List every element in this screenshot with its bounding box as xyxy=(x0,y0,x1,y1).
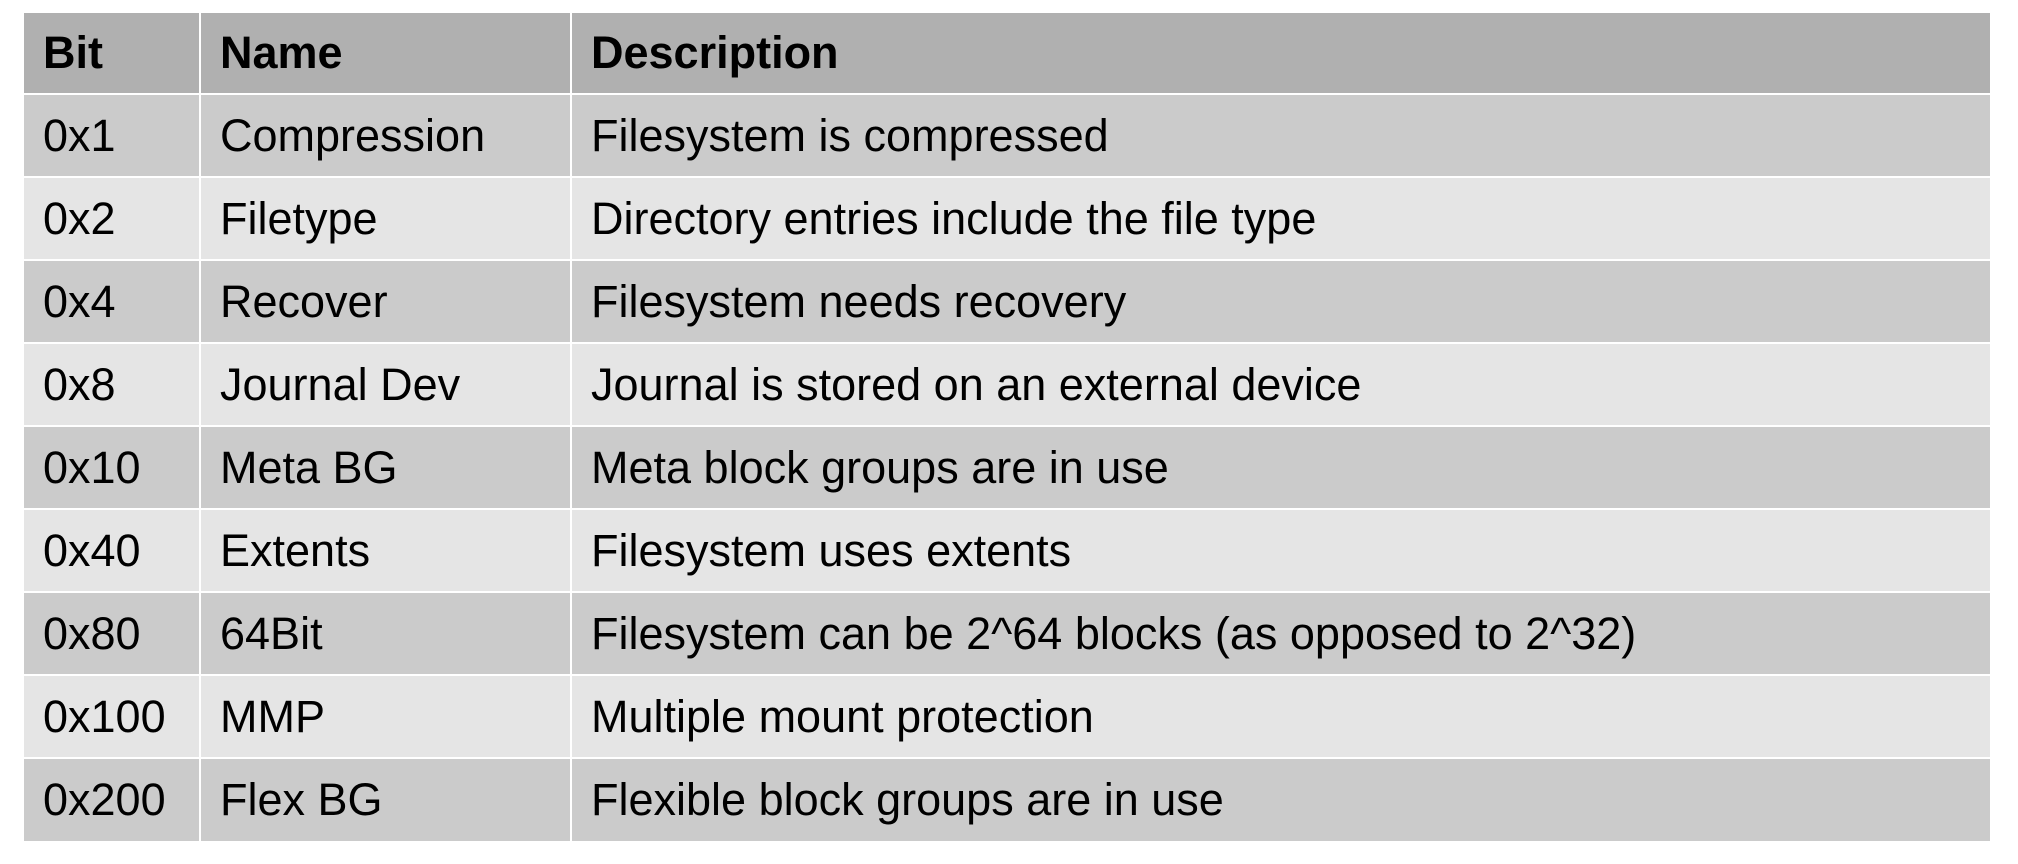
cell-name: 64Bit xyxy=(199,591,571,675)
cell-description: Filesystem can be 2^64 blocks (as oppose… xyxy=(570,591,1990,675)
table-row: 0x100 MMP Multiple mount protection xyxy=(24,674,1990,758)
cell-name: Journal Dev xyxy=(199,342,571,426)
cell-name: Compression xyxy=(199,93,571,177)
table-row: 0x40 Extents Filesystem uses extents xyxy=(24,508,1990,592)
cell-description: Journal is stored on an external device xyxy=(570,342,1990,426)
table-row: 0x2 Filetype Directory entries include t… xyxy=(24,176,1990,260)
cell-description: Filesystem uses extents xyxy=(570,508,1990,592)
cell-bit: 0x2 xyxy=(24,176,200,260)
cell-bit: 0x8 xyxy=(24,342,200,426)
cell-description: Directory entries include the file type xyxy=(570,176,1990,260)
cell-bit: 0x10 xyxy=(24,425,200,509)
cell-name: Recover xyxy=(199,259,571,343)
cell-name: Extents xyxy=(199,508,571,592)
feature-flags-table: Bit Name Description 0x1 Compression Fil… xyxy=(24,13,1990,841)
table-row: 0x8 Journal Dev Journal is stored on an … xyxy=(24,342,1990,426)
cell-name: MMP xyxy=(199,674,571,758)
cell-description: Filesystem is compressed xyxy=(570,93,1990,177)
cell-bit: 0x100 xyxy=(24,674,200,758)
cell-bit: 0x80 xyxy=(24,591,200,675)
column-header-description: Description xyxy=(570,13,1990,94)
cell-name: Meta BG xyxy=(199,425,571,509)
cell-bit: 0x40 xyxy=(24,508,200,592)
table-row: 0x80 64Bit Filesystem can be 2^64 blocks… xyxy=(24,591,1990,675)
cell-description: Flexible block groups are in use xyxy=(570,757,1990,841)
cell-bit: 0x4 xyxy=(24,259,200,343)
table-header-row: Bit Name Description xyxy=(24,13,1990,94)
cell-name: Flex BG xyxy=(199,757,571,841)
column-header-bit: Bit xyxy=(24,13,200,94)
column-header-name: Name xyxy=(199,13,571,94)
cell-bit: 0x1 xyxy=(24,93,200,177)
cell-description: Multiple mount protection xyxy=(570,674,1990,758)
table-row: 0x1 Compression Filesystem is compressed xyxy=(24,93,1990,177)
table-row: 0x10 Meta BG Meta block groups are in us… xyxy=(24,425,1990,509)
cell-description: Filesystem needs recovery xyxy=(570,259,1990,343)
cell-description: Meta block groups are in use xyxy=(570,425,1990,509)
table-row: 0x200 Flex BG Flexible block groups are … xyxy=(24,757,1990,841)
cell-name: Filetype xyxy=(199,176,571,260)
table-row: 0x4 Recover Filesystem needs recovery xyxy=(24,259,1990,343)
cell-bit: 0x200 xyxy=(24,757,200,841)
